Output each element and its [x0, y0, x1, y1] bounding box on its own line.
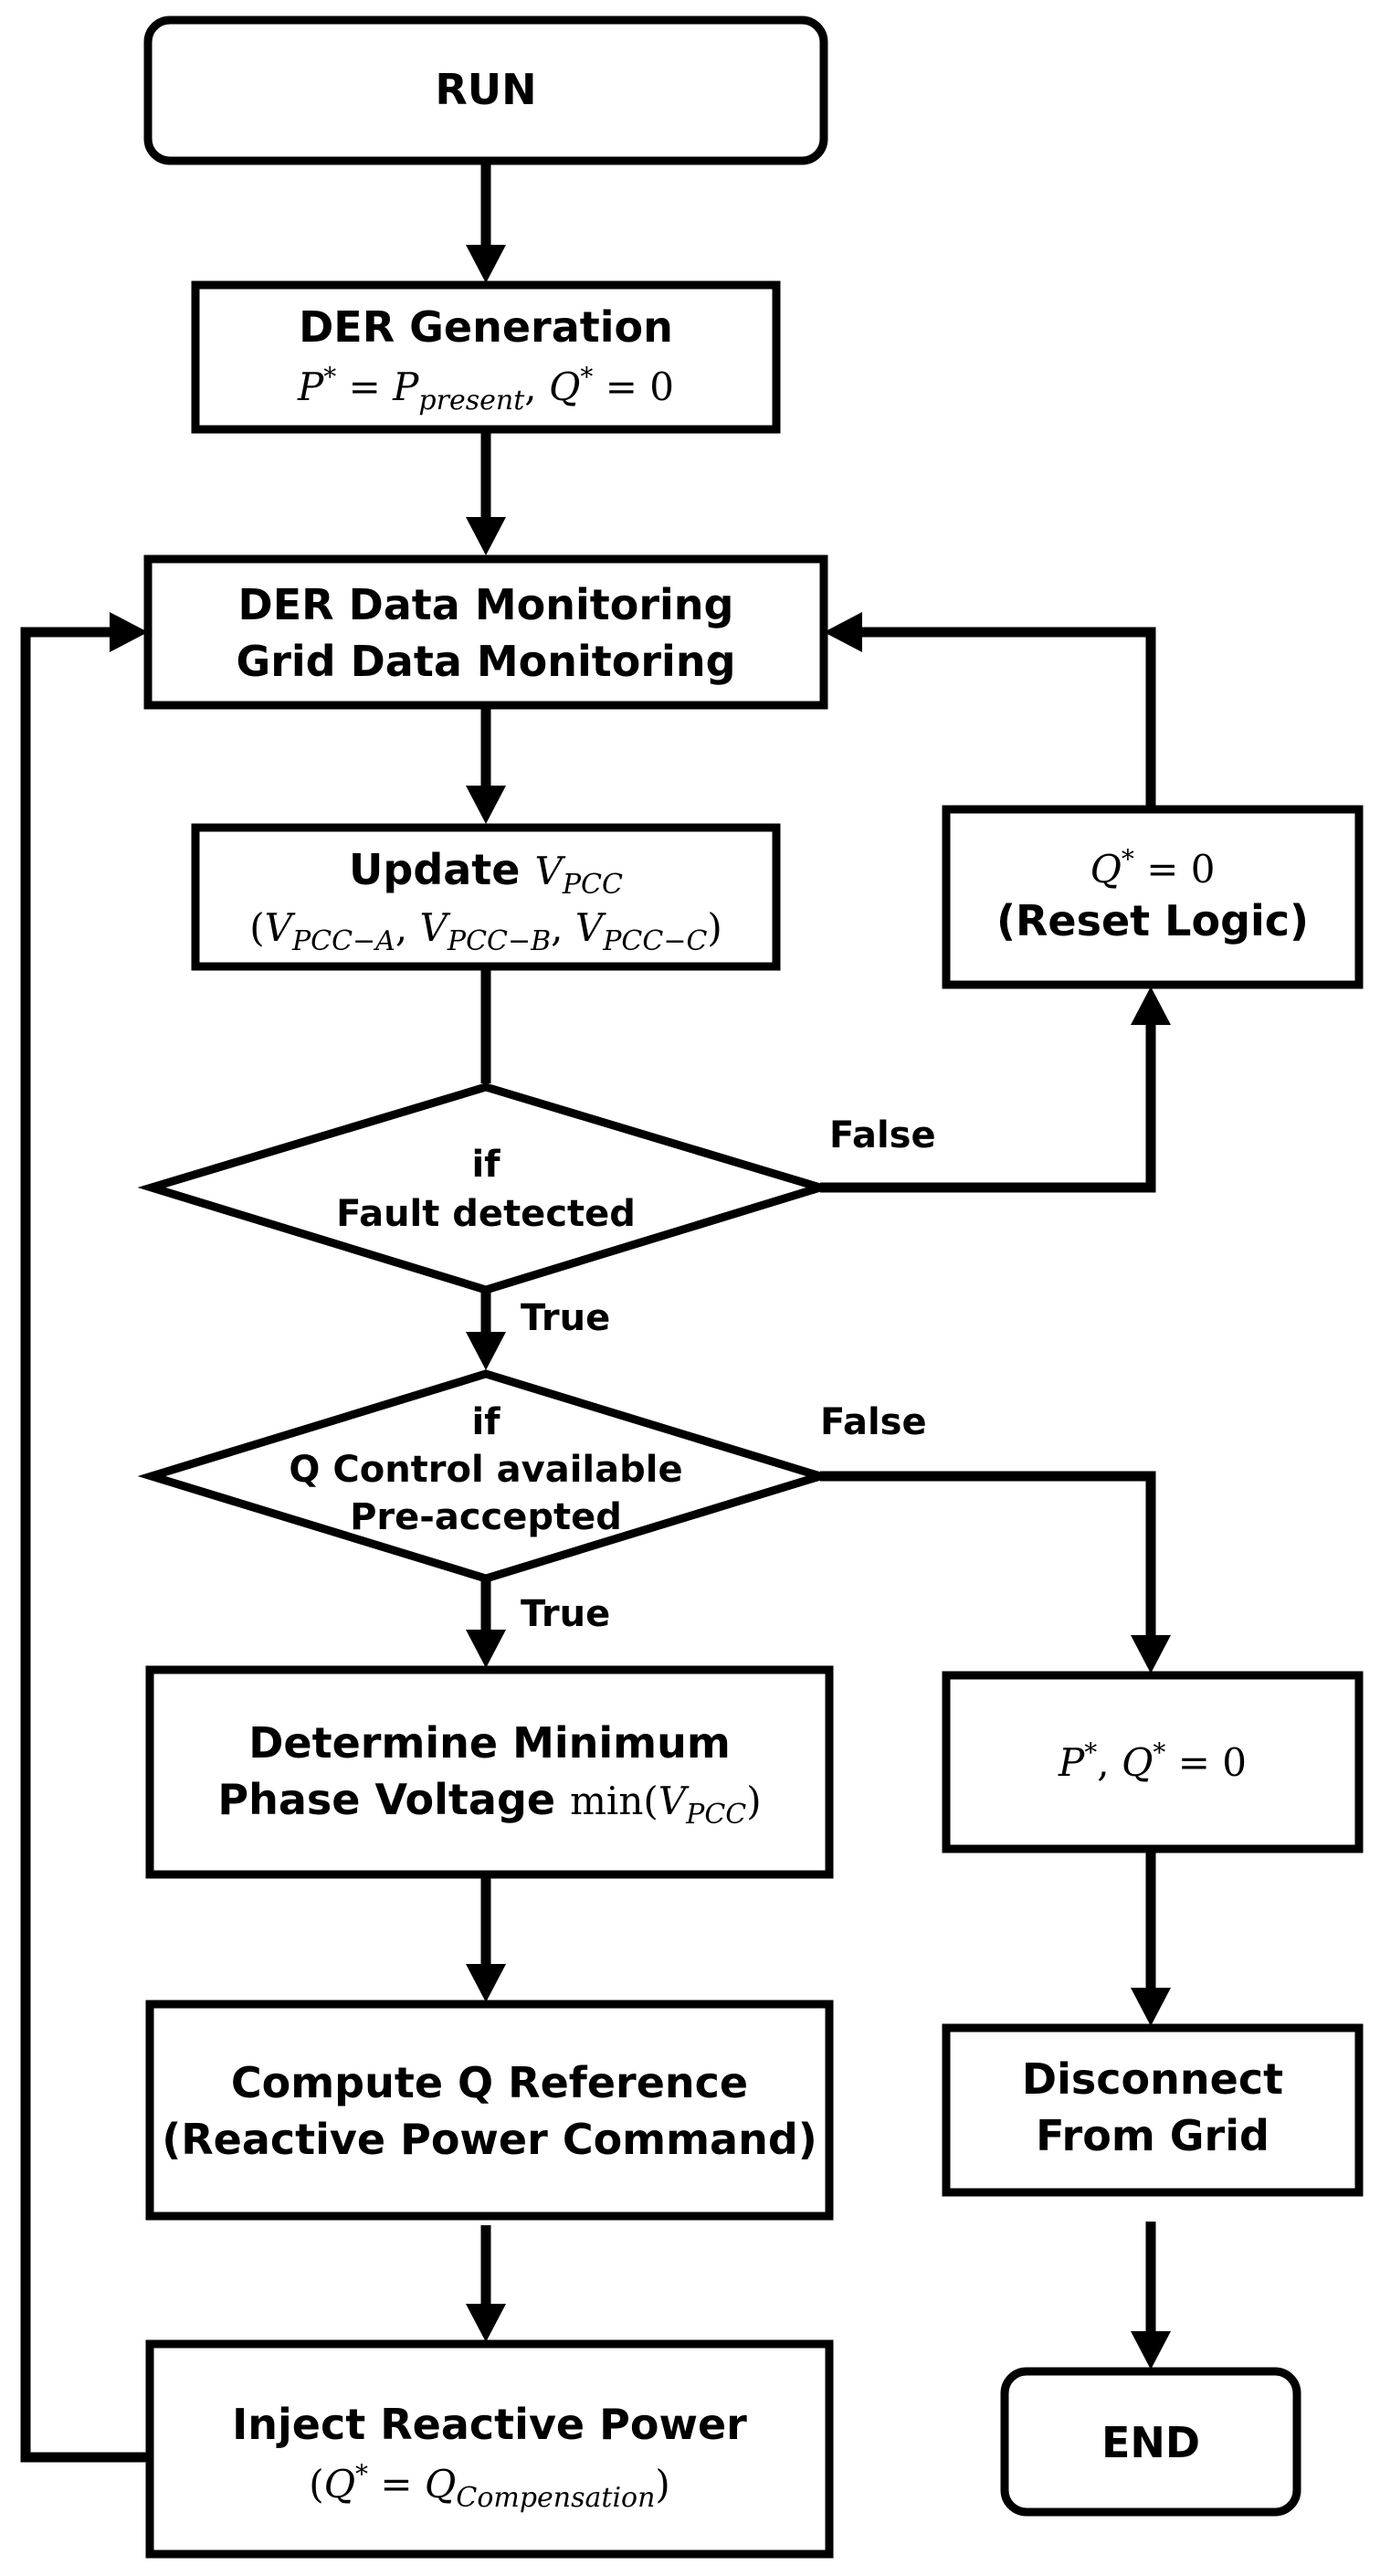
compute-q-line2: (Reactive Power Command): [162, 2115, 817, 2164]
edges: [20, 163, 1171, 2463]
run-terminal: [143, 16, 828, 165]
formula-q-star: *: [580, 362, 593, 392]
min-phase-line1: Determine Minimum: [248, 1718, 731, 1768]
monitoring-box: [143, 554, 828, 710]
edge-inject-loop-back: [20, 627, 150, 2463]
arrowhead: [466, 1332, 506, 1370]
arrowhead: [1131, 987, 1171, 1025]
label-q-true: True: [521, 1593, 610, 1635]
q-line3: Pre-accepted: [350, 1496, 622, 1538]
formula-zero: = 0: [593, 364, 674, 409]
edge-fault-false: [820, 1025, 1156, 1193]
reset-logic-label: (Reset Logic): [996, 896, 1309, 945]
node-end: END: [1000, 2367, 1301, 2517]
arrowhead: [466, 1964, 506, 2002]
monitoring-line1: DER Data Monitoring: [238, 580, 734, 629]
arrowhead: [824, 612, 862, 652]
q-line2: Q Control available: [289, 1449, 682, 1491]
formula-eq: =: [336, 364, 393, 409]
node-reset-logic: Q* = 0 (Reset Logic): [942, 805, 1364, 989]
reset-logic-box: [942, 805, 1364, 989]
arrowhead: [466, 517, 506, 555]
update-v-sub: PCC: [562, 869, 623, 901]
compute-q-box: [145, 2000, 834, 2221]
update-vpcc-box: [191, 823, 781, 971]
arrowhead: [466, 2304, 506, 2342]
disconnect-box: [942, 2023, 1364, 2197]
node-inject-reactive-power: Inject Reactive Power (Q* = QCompensatio…: [145, 2339, 834, 2559]
node-der-generation: DER Generation P* = Ppresent, Q* = 0: [191, 280, 781, 434]
phase-c-sub: PCC−C: [602, 925, 707, 957]
end-label: END: [1101, 2418, 1200, 2467]
phase-b-sub: PCC−B: [447, 925, 551, 957]
reset-logic-formula: Q* = 0: [1090, 844, 1215, 892]
arrowhead: [1131, 1635, 1171, 1673]
disconnect-line1: Disconnect: [1022, 2054, 1283, 2104]
update-vpcc-phases: (VPCC−A, VPCC−B, VPCC−C): [249, 905, 722, 957]
update-vpcc-title: Update VPCC: [349, 845, 623, 901]
arrowhead: [466, 1630, 506, 1668]
formula-q: Q: [549, 364, 580, 409]
q-decision-diamond: [137, 1369, 835, 1583]
min-fn: min: [570, 1779, 643, 1823]
fault-line2: Fault detected: [336, 1193, 636, 1235]
formula-present-sub: present: [418, 385, 525, 417]
run-label: RUN: [435, 65, 536, 114]
inject-formula: (Q* = QCompensation): [309, 2459, 670, 2514]
node-min-phase-voltage: Determine Minimum Phase Voltage min(VPCC…: [145, 1665, 834, 1879]
zero-pq-box: [942, 1671, 1364, 1853]
min-phase-box: [145, 1665, 834, 1879]
arrowhead: [466, 245, 506, 283]
arrowhead: [1131, 1988, 1171, 2026]
fault-line1: if: [471, 1144, 500, 1186]
node-disconnect: Disconnect From Grid: [942, 2023, 1364, 2197]
der-generation-title: DER Generation: [299, 302, 673, 352]
min-phase-line2: Phase Voltage min(VPCC): [217, 1775, 761, 1831]
edge-reset-to-monitoring: [862, 627, 1156, 809]
update-v: V: [535, 849, 566, 893]
der-generation-formula: P* = Ppresent, Q* = 0: [297, 362, 674, 417]
label-fault-false: False: [829, 1114, 936, 1156]
formula-p-present: P: [392, 364, 419, 409]
node-update-vpcc: Update VPCC (VPCC−A, VPCC−B, VPCC−C): [191, 823, 781, 971]
inject-q-sub: Compensation: [456, 2482, 655, 2514]
node-monitoring: DER Data Monitoring Grid Data Monitoring: [143, 554, 828, 710]
formula-star: *: [323, 362, 336, 392]
edge-q-false: [820, 1471, 1156, 1635]
end-terminal: [1000, 2367, 1301, 2517]
inject-box: [145, 2339, 834, 2559]
node-compute-q-reference: Compute Q Reference (Reactive Power Comm…: [145, 2000, 834, 2221]
node-zero-pq: P*, Q* = 0: [942, 1671, 1364, 1853]
node-q-control-available: if Q Control available Pre-accepted: [137, 1369, 835, 1583]
fault-decision-diamond: [137, 1082, 835, 1294]
node-fault-detected: if Fault detected: [137, 1082, 835, 1294]
monitoring-line2: Grid Data Monitoring: [236, 637, 735, 686]
label-fault-true: True: [521, 1297, 610, 1339]
arrowhead: [466, 786, 506, 824]
arrowhead: [1131, 2331, 1171, 2370]
label-q-false: False: [820, 1401, 927, 1443]
formula-comma: ,: [524, 364, 549, 409]
arrowhead: [110, 612, 148, 652]
zero-pq-formula: P*, Q* = 0: [1058, 1737, 1247, 1785]
der-generation-box: [191, 280, 781, 434]
update-word: Update: [349, 845, 520, 894]
q-line1: if: [471, 1401, 500, 1443]
disconnect-line2: From Grid: [1036, 2111, 1269, 2160]
inject-title: Inject Reactive Power: [232, 2400, 747, 2449]
node-run: RUN: [143, 16, 828, 165]
formula-p: P: [297, 364, 324, 409]
phase-a-sub: PCC−A: [291, 925, 395, 957]
compute-q-line1: Compute Q Reference: [231, 2058, 748, 2107]
